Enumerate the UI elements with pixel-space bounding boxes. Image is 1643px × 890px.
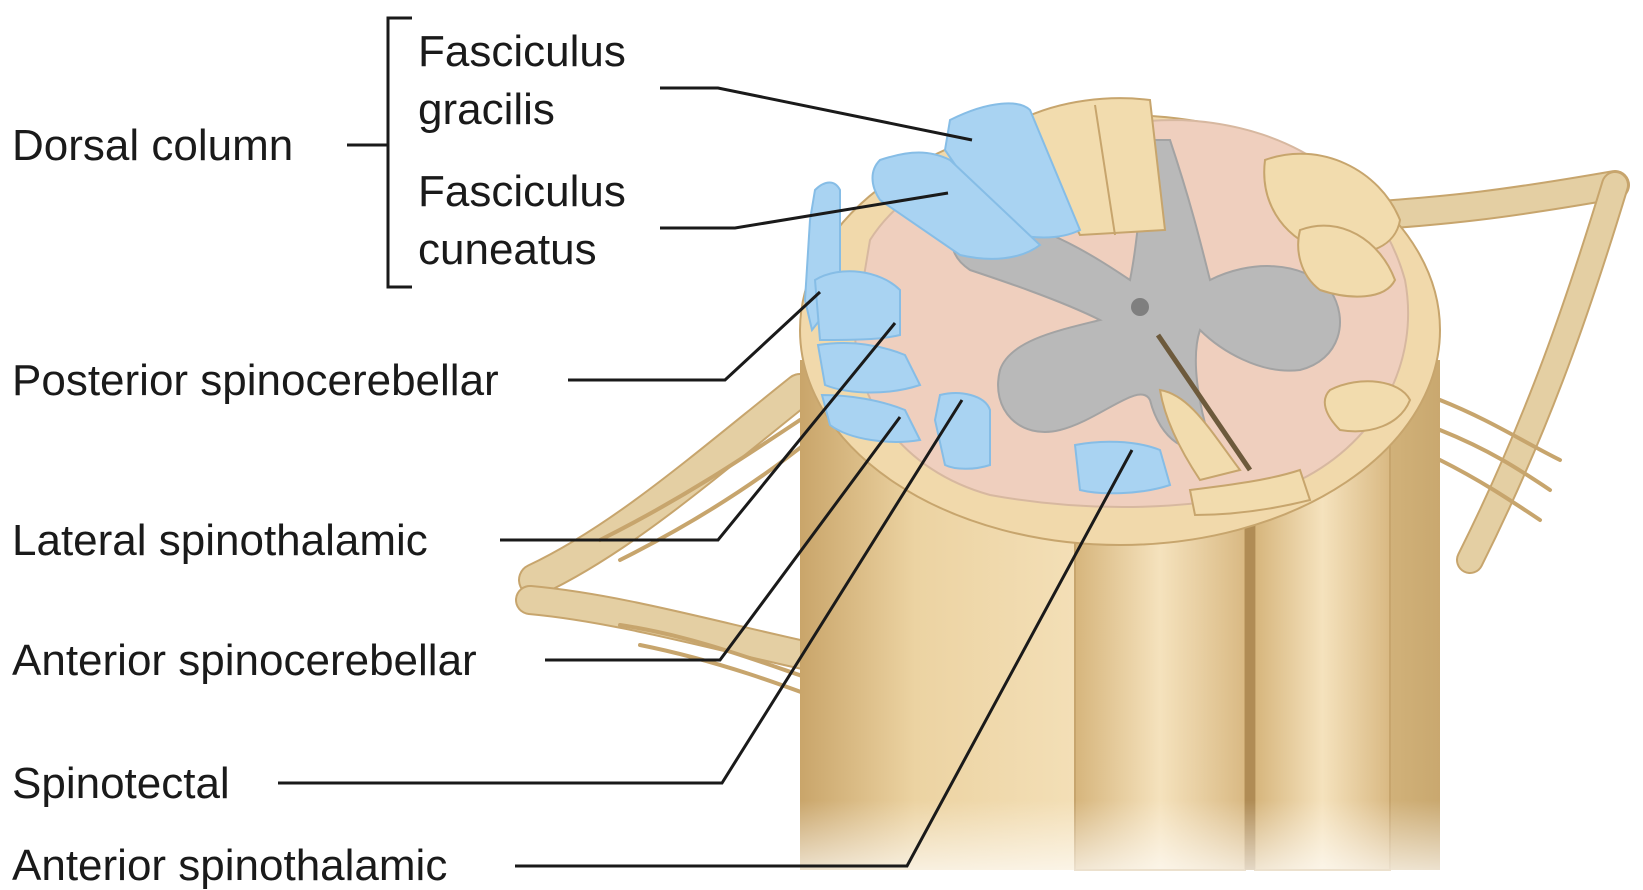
labels: Dorsal column Fasciculus gracilis Fascic… <box>12 27 626 890</box>
label-fasciculus-cuneatus-line2: cuneatus <box>418 225 597 274</box>
label-fasciculus-gracilis-line1: Fasciculus <box>418 27 626 76</box>
dorsal-column-bracket <box>388 18 412 287</box>
label-spinotectal: Spinotectal <box>12 759 230 808</box>
label-anterior-spinothalamic: Anterior spinothalamic <box>12 841 447 890</box>
cross-section <box>800 98 1440 545</box>
central-canal <box>1131 298 1149 316</box>
label-dorsal-column: Dorsal column <box>12 121 293 170</box>
label-fasciculus-cuneatus-line1: Fasciculus <box>418 167 626 216</box>
label-anterior-spinocerebellar: Anterior spinocerebellar <box>12 636 477 685</box>
label-fasciculus-gracilis-line2: gracilis <box>418 85 555 134</box>
label-lateral-spinothalamic: Lateral spinothalamic <box>12 516 428 565</box>
label-posterior-spinocerebellar: Posterior spinocerebellar <box>12 356 499 405</box>
